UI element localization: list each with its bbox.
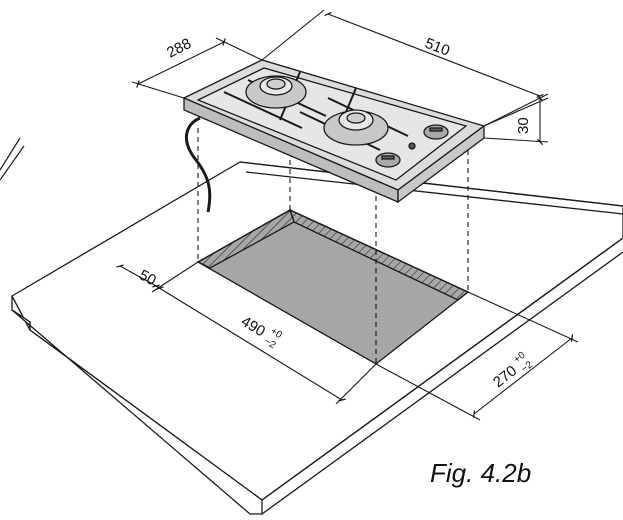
left-edge-lines: [0, 137, 25, 181]
dim-cutout-depth: 270: [490, 362, 520, 391]
dim-hob-depth: 288: [164, 35, 194, 62]
dimension-lines: [116, 9, 579, 421]
dim-hob-width: 510: [423, 35, 452, 60]
projection-lines: [197, 128, 469, 364]
knob-front: [375, 152, 401, 168]
hob: [182, 59, 486, 204]
dim-edge-offset: 50: [136, 267, 159, 290]
dim-cutout-width-tol-minus: −2: [262, 336, 278, 352]
dim-hob-height: 30: [515, 117, 532, 134]
power-cable: [185, 116, 212, 213]
dim-cutout-depth-group: 270 +0 −2: [490, 350, 535, 392]
figure-caption: Fig. 4.2b: [430, 458, 531, 488]
countertop: [11, 161, 623, 515]
knob-back: [423, 124, 449, 140]
burner-small: [323, 109, 389, 146]
dim-cutout-width-tol-plus: +0: [268, 326, 284, 342]
burner-large: [245, 75, 307, 109]
